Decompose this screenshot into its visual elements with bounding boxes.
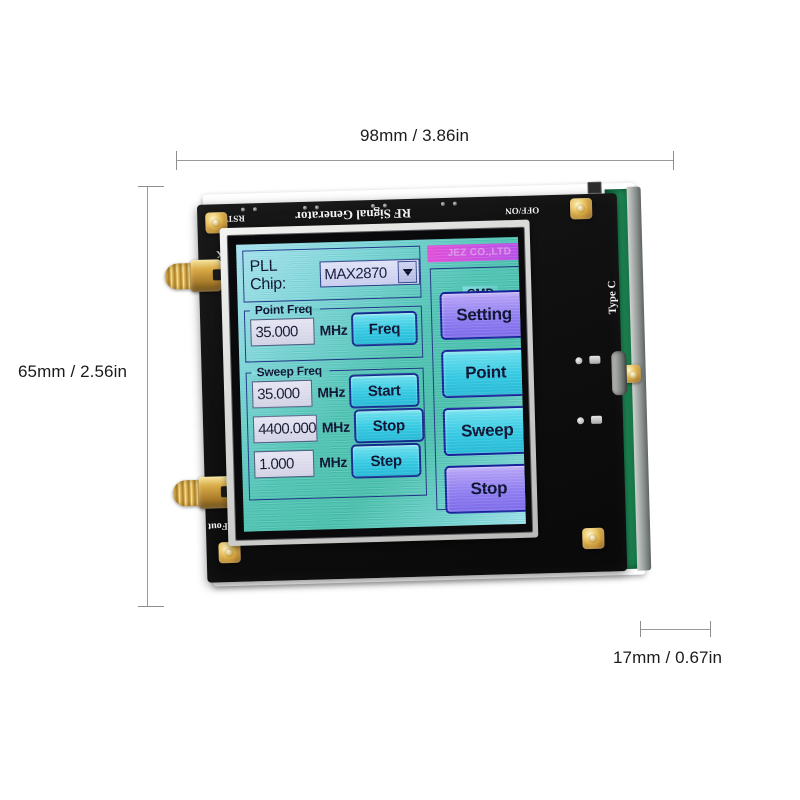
brand-banner: JEZ CO.,LTD [427, 242, 526, 263]
stop-button[interactable]: Stop [353, 407, 425, 444]
power-switch[interactable] [587, 181, 602, 194]
sweep-freq-group: Sweep Freq 35.000 MHz Start 4400.000 MHz [245, 363, 428, 501]
sweep-start-row: 35.000 MHz Start [251, 372, 420, 411]
sweep-step-input[interactable]: 1.000 [253, 449, 315, 478]
sweep-start-input[interactable]: 35.000 [251, 379, 313, 408]
freq-button[interactable]: Freq [350, 310, 418, 347]
cmd-point-button[interactable]: Point [441, 347, 526, 399]
pcb-via [314, 205, 320, 210]
width-dimension-tick-left [176, 151, 177, 170]
silkscreen-reset-label: RST [227, 213, 245, 225]
pll-chip-row: PLL Chip: MAX2870 [242, 245, 422, 303]
screen-ui: PLL Chip: MAX2870 Point Freq [236, 237, 526, 532]
height-dimension-label: 65mm / 2.56in [18, 362, 128, 381]
point-freq-group-label: Point Freq [254, 301, 313, 318]
depth-dimension-tick-right [710, 621, 711, 637]
width-dimension-label: 98mm / 3.86in [360, 126, 470, 145]
corner-standoff-bottom-right [582, 527, 605, 550]
lcd-inner-frame: PLL Chip: MAX2870 Point Freq [226, 226, 534, 541]
sweep-start-unit: MHz [317, 383, 346, 401]
point-freq-input[interactable]: 35.000 [250, 317, 315, 346]
pcb-via [252, 207, 258, 212]
start-button[interactable]: Start [348, 372, 420, 409]
depth-dimension-tick-left [640, 621, 641, 637]
silkscreen-power-switch-label: OFF/ON [505, 205, 540, 217]
step-button[interactable]: Step [350, 442, 422, 479]
silkscreen-fout-label: Fout [207, 520, 229, 532]
smd-component [590, 415, 603, 424]
lcd-screen[interactable]: PLL Chip: MAX2870 Point Freq [236, 236, 526, 532]
height-dimension-line [147, 186, 148, 606]
width-dimension-line [176, 160, 673, 161]
sma-connector-clk[interactable] [164, 258, 224, 294]
sweep-step-unit: MHz [319, 453, 348, 471]
pll-chip-selected-value: MAX2870 [324, 264, 387, 283]
width-dimension-tick-right [673, 151, 674, 170]
chevron-down-icon[interactable] [397, 260, 418, 284]
pcb-via [370, 203, 376, 209]
depth-dimension-label: 17mm / 0.67in [613, 648, 723, 667]
sweep-stop-input[interactable]: 4400.000 [252, 414, 318, 443]
smd-component [589, 355, 601, 364]
point-freq-row: 35.000 MHz Freq [250, 310, 418, 349]
sweep-stop-unit: MHz [321, 418, 351, 436]
sma-connector-fout[interactable] [172, 475, 232, 511]
pll-chip-label: PLL Chip: [249, 257, 287, 294]
screen-left-column: PLL Chip: MAX2870 Point Freq [240, 244, 430, 528]
depth-dimension-line [640, 629, 710, 630]
corner-standoff-top-right [569, 197, 593, 220]
silkscreen-board-name: RF Signal Generator [295, 205, 412, 225]
pcb-via [440, 201, 446, 207]
sweep-stop-row: 4400.000 MHz Stop [252, 407, 425, 446]
rf-signal-generator-device: RST RF Signal Generator OFF/ON CLK [164, 179, 652, 592]
sweep-freq-group-label: Sweep Freq [256, 363, 323, 380]
point-freq-unit: MHz [319, 321, 348, 339]
cmd-stop-button[interactable]: Stop [444, 463, 526, 515]
usb-c-port[interactable] [611, 350, 628, 396]
pcb-via [302, 205, 308, 210]
silkscreen-type-c-label: Type C [606, 280, 619, 315]
lcd-bezel: PLL Chip: MAX2870 Point Freq [219, 219, 539, 547]
cmd-setting-button[interactable]: Setting [439, 289, 526, 341]
screen-right-column: JEZ CO.,LTD CMD Setting Point Sweep Stop [425, 241, 526, 522]
pcb-via [382, 203, 388, 208]
pll-chip-dropdown[interactable]: MAX2870 [319, 258, 421, 288]
height-dimension-tick-bottom [138, 606, 164, 607]
sweep-step-row: 1.000 MHz Step [253, 442, 422, 481]
height-dimension-tick-top [138, 186, 164, 187]
cmd-sweep-button[interactable]: Sweep [442, 405, 526, 457]
point-freq-group: Point Freq 35.000 MHz Freq [243, 302, 424, 363]
